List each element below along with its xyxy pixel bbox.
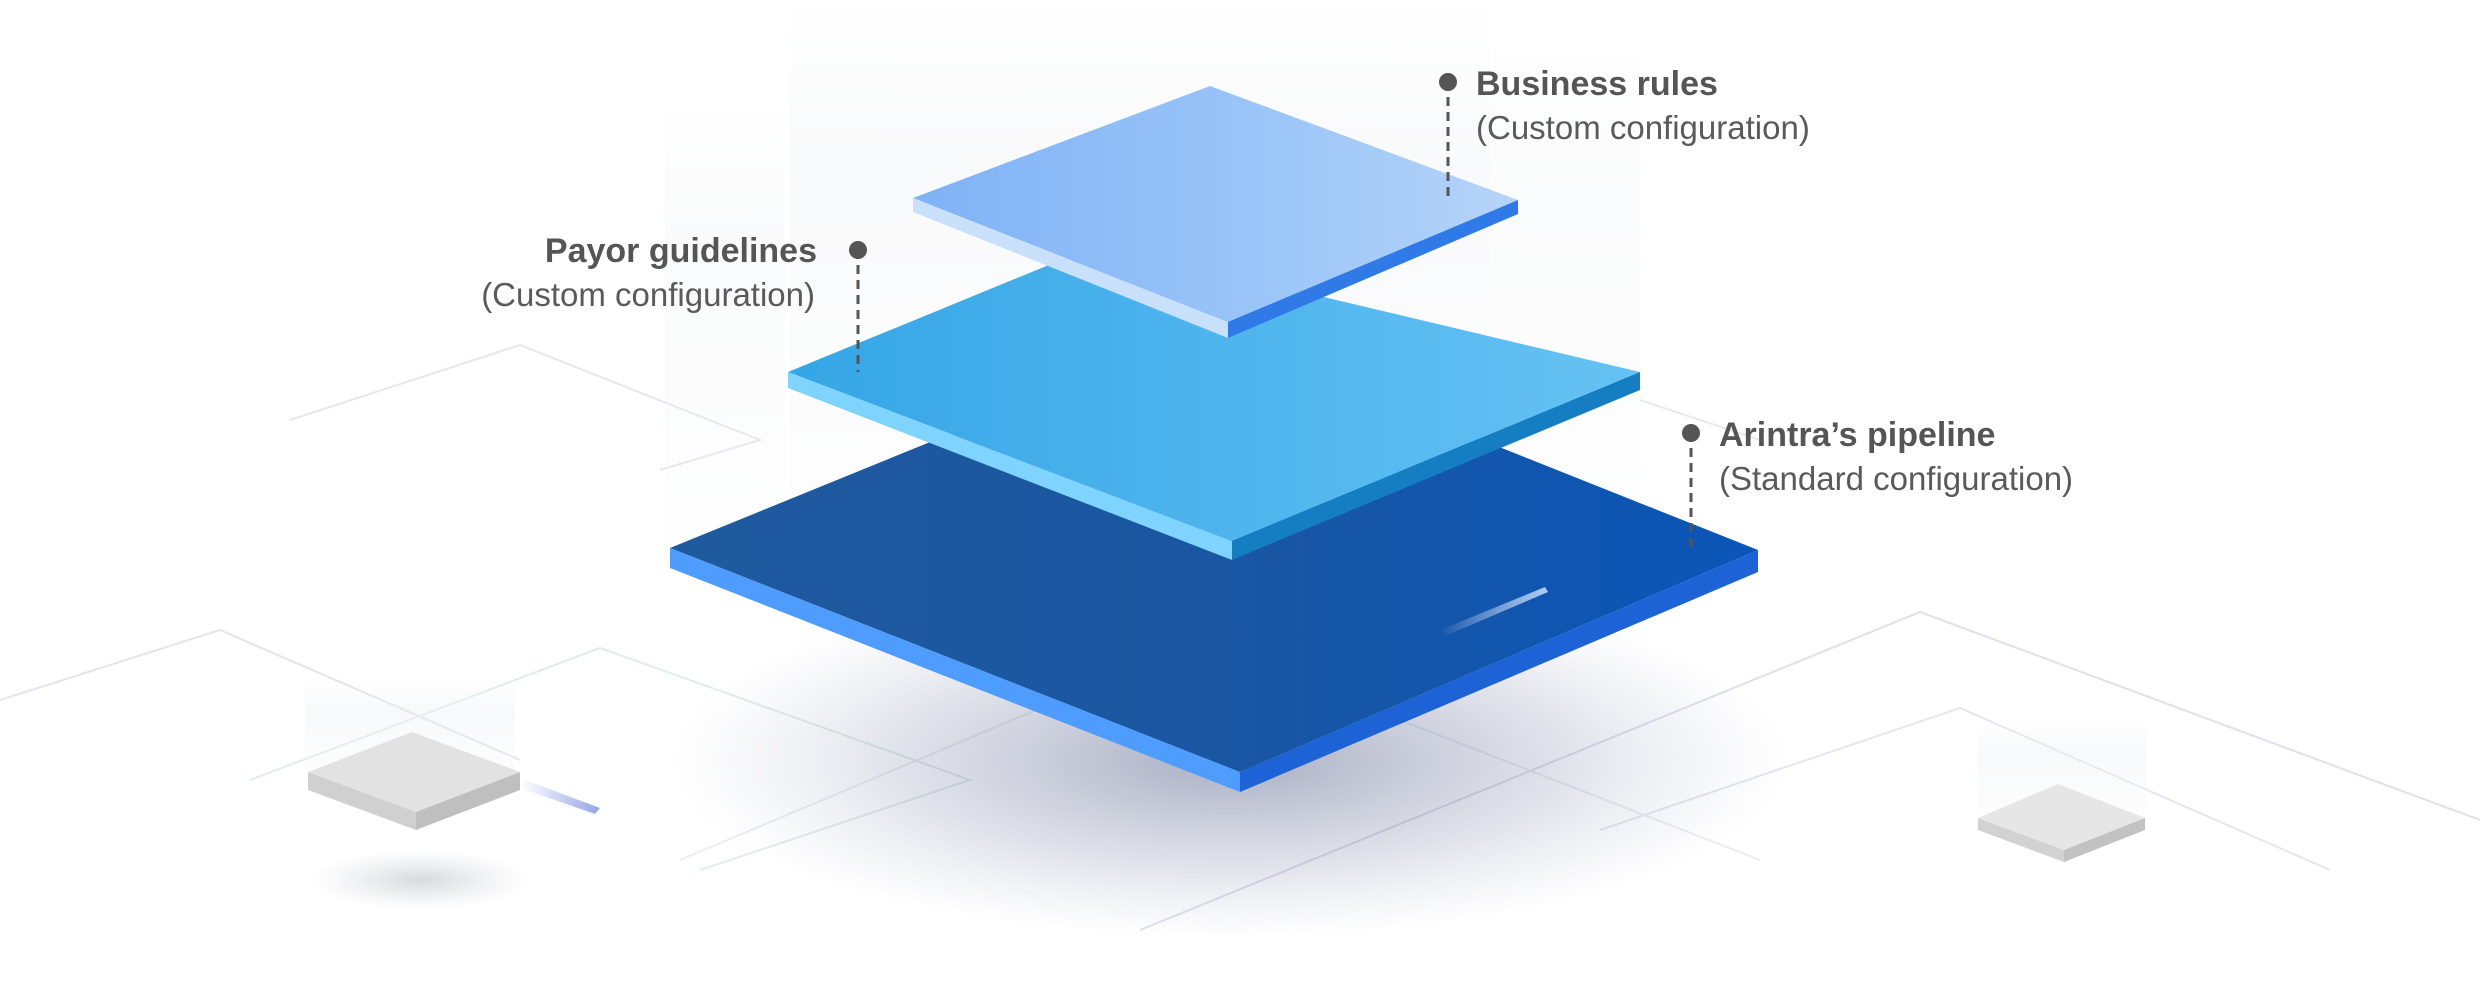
connector-dot-pipeline bbox=[1682, 424, 1700, 442]
layer-highlight bbox=[1440, 587, 1548, 636]
label-title: Payor guidelines bbox=[545, 232, 817, 270]
layer-business-rules bbox=[913, 86, 1518, 338]
layer-top-face bbox=[788, 244, 1640, 541]
connector-dots bbox=[849, 73, 1700, 442]
label-connectors bbox=[856, 82, 1693, 553]
layer-left-edge bbox=[670, 548, 1240, 792]
block-right-side bbox=[2064, 818, 2145, 862]
layer-top-face bbox=[913, 86, 1518, 322]
layer-right-edge bbox=[1232, 372, 1640, 560]
block-right-side bbox=[416, 772, 520, 830]
small-block-right bbox=[1978, 784, 2145, 862]
small-block-shadow bbox=[310, 850, 530, 910]
label-subtitle: (Standard configuration) bbox=[1719, 460, 2073, 497]
connector-dot-payor-guidelines bbox=[849, 241, 867, 259]
bg-line bbox=[1639, 399, 1761, 441]
label-payor-guidelines: Payor guidelines (Custom configuration) bbox=[481, 232, 817, 313]
label-title: Business rules bbox=[1476, 65, 1718, 103]
block-left-side bbox=[308, 772, 416, 830]
block-glow bbox=[520, 780, 600, 814]
layer-payor-guidelines bbox=[788, 244, 1640, 560]
block-top bbox=[1978, 784, 2145, 850]
label-business-rules: Business rules (Custom configuration) bbox=[1476, 65, 1810, 146]
connector-dot-business-rules bbox=[1439, 73, 1457, 91]
block-top bbox=[308, 732, 520, 812]
small-block-left bbox=[308, 732, 600, 830]
block-left-side bbox=[1978, 818, 2064, 862]
layer-right-edge bbox=[1240, 550, 1758, 792]
label-subtitle: (Custom configuration) bbox=[1476, 109, 1810, 146]
label-title: Arintra’s pipeline bbox=[1719, 416, 1995, 454]
label-pipeline: Arintra’s pipeline (Standard configurati… bbox=[1719, 416, 2073, 497]
label-subtitle: (Custom configuration) bbox=[481, 276, 815, 313]
light-pillar bbox=[665, 100, 785, 560]
layer-left-edge bbox=[913, 198, 1228, 338]
layer-right-edge bbox=[1228, 200, 1518, 338]
layer-left-edge bbox=[788, 372, 1232, 560]
